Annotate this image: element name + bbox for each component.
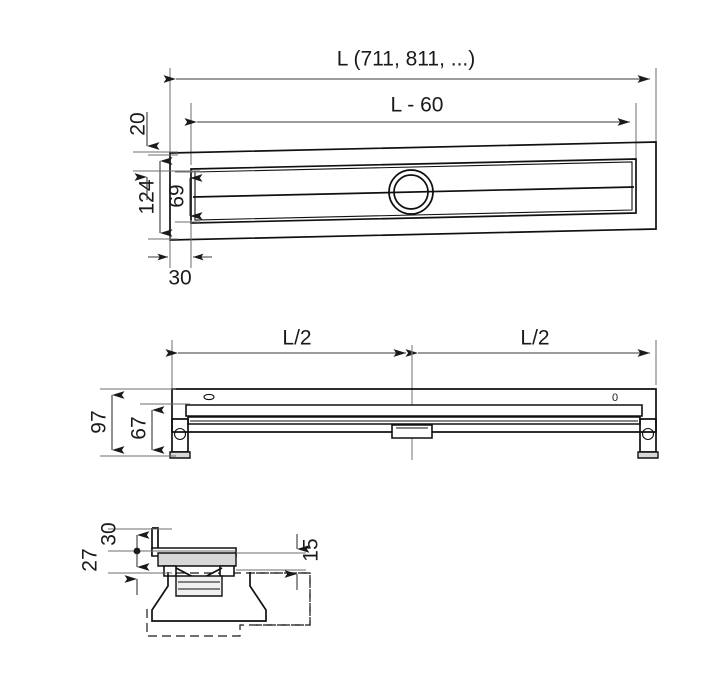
dim-label-detail-lower: 27	[79, 548, 102, 571]
detail-outlet-cylinder	[175, 575, 223, 597]
dim-label-front-overall-height: 97	[88, 410, 111, 433]
drain-hole-outer-circle	[388, 169, 434, 215]
front-right-mark-label: 0	[612, 392, 618, 404]
front-grate-plate	[185, 404, 643, 417]
detail-seal-plate	[157, 552, 237, 567]
dim-label-front-inner-height: 67	[128, 416, 151, 439]
detail-left-block	[163, 565, 177, 577]
dim-label-half-left: L/2	[282, 327, 311, 350]
front-left-foot-hole	[173, 427, 187, 441]
front-center-outlet	[391, 424, 433, 439]
dim-label-edge-offset: 30	[168, 267, 191, 290]
top-outer-frame	[169, 141, 657, 241]
dim-dot-detail-mid	[133, 547, 141, 555]
front-right-foot-base	[637, 451, 659, 459]
dim-label-overall-length: L (711, 811, ...)	[337, 48, 476, 71]
dim-label-detail-upper: 30	[98, 522, 121, 545]
front-left-oval-mark	[203, 393, 215, 401]
front-view: L/2 L/2 0	[88, 327, 659, 460]
detail-dashed-outline-left	[146, 572, 311, 637]
top-view: 124 69 20 30 L (711, 811, ...) L - 60	[127, 48, 657, 290]
dim-label-half-right: L/2	[520, 327, 549, 350]
drain-hole-inner-circle	[393, 174, 429, 210]
dim-label-gap: 15	[300, 538, 323, 561]
detail-right-block	[219, 565, 235, 577]
detail-view: 30 27 15	[79, 522, 323, 637]
dim-label-top-margin: 20	[127, 112, 150, 135]
dim-label-inner-width: 69	[166, 184, 189, 207]
detail-dashed-outline-right	[256, 572, 311, 626]
dim-label-inner-length: L - 60	[391, 94, 444, 117]
front-right-foot-hole	[641, 427, 655, 441]
top-grate-center-slot	[192, 186, 635, 198]
detail-trap-skirt	[151, 572, 267, 622]
front-left-foot-base	[169, 451, 191, 459]
detail-wall-profile	[152, 527, 159, 556]
